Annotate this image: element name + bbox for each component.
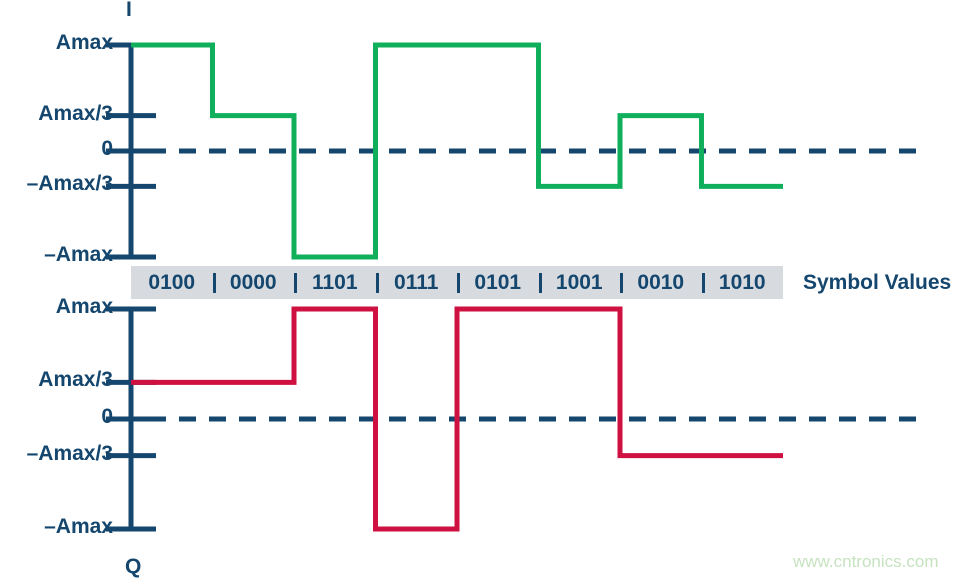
symbol-cell: 1001 bbox=[538, 271, 621, 295]
symbol-cell: 1010 bbox=[701, 271, 784, 295]
tick-label-q-4: –Amax bbox=[44, 515, 113, 538]
symbol-cell: 0101 bbox=[457, 271, 539, 295]
tick-label-q-0: Amax bbox=[55, 295, 113, 318]
symbol-cell: 0100 bbox=[148, 270, 196, 294]
q-waveform-trace bbox=[131, 306, 783, 532]
i-waveform-plot bbox=[106, 42, 920, 260]
tick-label-i-4: –Amax bbox=[44, 243, 113, 266]
tick-label-i-3: –Amax/3 bbox=[26, 172, 113, 196]
symbol-cell: 0111 bbox=[375, 271, 458, 295]
q-axis-title: Q bbox=[125, 555, 142, 578]
symbol-values-label: Symbol Values bbox=[803, 271, 952, 294]
i-axis-title: I bbox=[126, 0, 132, 21]
tick-label-i-1: Amax/3 bbox=[38, 101, 113, 125]
i-waveform-trace bbox=[131, 42, 783, 260]
symbol-cell: 1101 bbox=[294, 271, 376, 295]
q-waveform-plot bbox=[106, 306, 920, 532]
symbol-cell: 0010 bbox=[620, 271, 702, 295]
tick-label-q-1: Amax/3 bbox=[38, 368, 113, 392]
symbol-cell: 0000 bbox=[212, 271, 295, 295]
tick-label-i-0: Amax bbox=[55, 31, 113, 54]
site-watermark: www.cntronics.com bbox=[793, 552, 939, 571]
tick-label-q-3: –Amax/3 bbox=[26, 441, 113, 465]
